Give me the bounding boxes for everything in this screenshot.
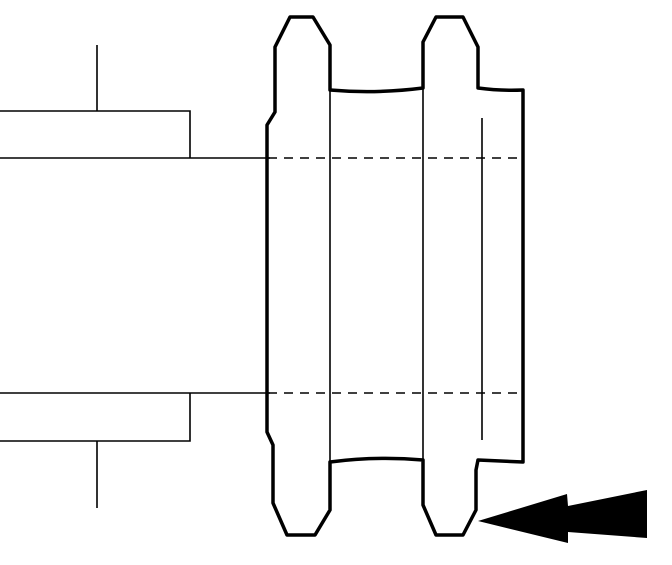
direction-arrow-icon xyxy=(478,490,647,543)
hub-block-top xyxy=(0,110,191,158)
sprocket-outline xyxy=(265,15,525,537)
double-sprocket xyxy=(265,15,525,537)
shaft-assembly xyxy=(0,45,270,508)
hub-block-bottom xyxy=(0,393,191,442)
